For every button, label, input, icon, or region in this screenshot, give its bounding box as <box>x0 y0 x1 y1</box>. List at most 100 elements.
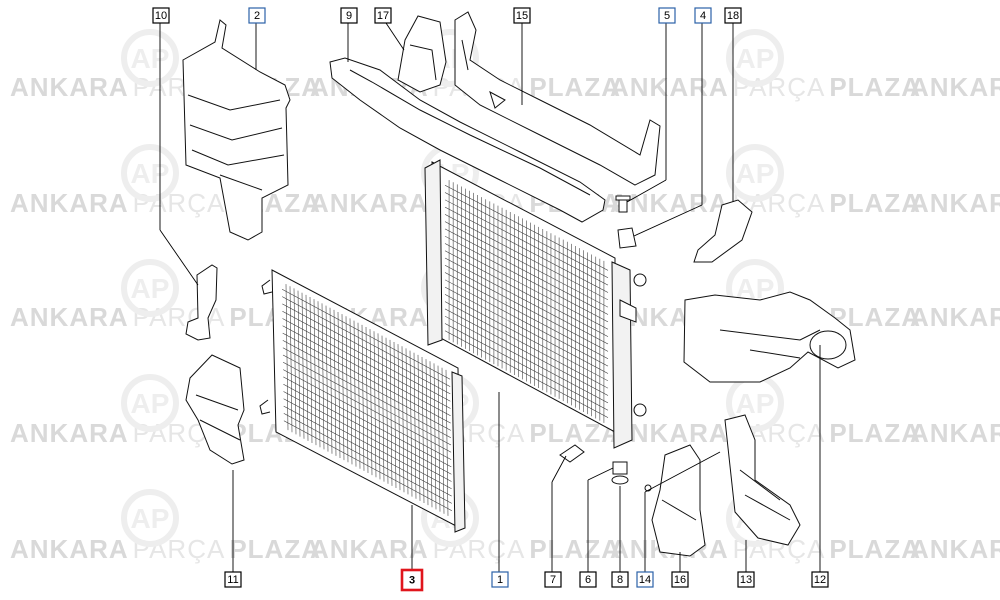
core-tube-line <box>282 318 451 409</box>
watermark-logo-text: AP <box>736 158 775 189</box>
callout-box <box>811 571 829 588</box>
core-tube-line <box>282 362 452 453</box>
watermark-brand-3: PLAZA <box>829 534 921 564</box>
callout-7: 7 <box>544 571 562 588</box>
callout-label: 5 <box>664 10 670 22</box>
watermark-brand-1: ANKARA <box>10 534 129 564</box>
callout-12: 12 <box>811 571 829 588</box>
core-tube-line <box>444 235 609 323</box>
callout-4: 4 <box>694 7 712 24</box>
watermark-brand-2: PARÇA <box>133 534 226 564</box>
core-tube-line <box>444 221 609 308</box>
callout-15: 15 <box>513 7 531 24</box>
upper-crossmember-part <box>329 57 606 223</box>
core-tube-line <box>444 308 609 396</box>
watermark-brand-1: ANKARA <box>910 302 1000 332</box>
core-tube-line <box>282 347 452 438</box>
core-tube-line <box>444 272 609 359</box>
upper-air-guide-part <box>182 19 291 241</box>
core-tube-line <box>282 303 451 395</box>
lower-deflector-part <box>185 354 245 465</box>
watermark-brand-3: PLAZA <box>829 72 921 102</box>
callout-10: 10 <box>152 7 170 24</box>
callout-box <box>152 7 170 24</box>
callout-label: 11 <box>227 574 238 586</box>
watermark-brand-1: ANKARA <box>910 534 1000 564</box>
core-tube-line <box>283 391 452 482</box>
watermark-brand-3: PLAZA <box>829 188 921 218</box>
core-tube-line <box>444 214 609 301</box>
leader-6-b <box>587 467 614 481</box>
core-tube-line <box>282 325 451 417</box>
leader-10-b <box>159 229 199 286</box>
side-bracket-part-18 <box>693 199 753 263</box>
watermark-brand-1: ANKARA <box>910 188 1000 218</box>
callout-6: 6 <box>579 571 597 588</box>
core-tube-line <box>444 199 609 286</box>
callout-box <box>737 571 755 588</box>
watermark-logo-text: AP <box>131 503 170 534</box>
side-air-guide-part-12 <box>683 291 856 383</box>
callout-label: 13 <box>740 574 752 586</box>
callout-8: 8 <box>611 571 629 588</box>
callout-box <box>248 7 266 24</box>
leader-7-b <box>551 455 567 483</box>
watermark-brand-2: PARÇA <box>433 534 526 564</box>
callout-label: 4 <box>700 10 706 22</box>
core-tube-line <box>282 354 452 446</box>
callout-label: 1 <box>497 574 503 586</box>
watermark-brand-1: ANKARA <box>910 418 1000 448</box>
radiator-part <box>424 159 647 449</box>
watermark-logo-text: AP <box>131 388 170 419</box>
core-tube-line <box>283 383 452 475</box>
upper-panel-part-15 <box>454 11 661 186</box>
core-tube-line <box>444 294 609 382</box>
condenser-part <box>259 269 466 533</box>
bracket-part-10 <box>185 264 218 341</box>
callout-label: 15 <box>516 10 528 22</box>
watermark-brand-3: PLAZA <box>529 72 621 102</box>
callout-label: 18 <box>727 10 739 22</box>
watermark-logo: AP <box>121 374 179 432</box>
watermark-brand-1: ANKARA <box>10 72 129 102</box>
callout-label: 12 <box>814 574 826 586</box>
lower-side-deflector-part-13 <box>724 414 801 546</box>
watermark-logo: AP <box>121 489 179 547</box>
callout-box <box>671 571 689 588</box>
watermark-brand-1: ANKARA <box>610 72 729 102</box>
watermark-brand-3: PLAZA <box>829 418 921 448</box>
watermark-logo-text: AP <box>131 43 170 74</box>
callout-box <box>374 7 392 24</box>
callout-box <box>544 571 562 588</box>
callout-14: 14 <box>636 571 654 588</box>
watermark-brand-1: ANKARA <box>910 72 1000 102</box>
watermark-logo: AP <box>121 259 179 317</box>
callout-18: 18 <box>724 7 742 24</box>
core-tube-line <box>444 279 609 367</box>
core-tube-line <box>444 185 609 271</box>
callout-box <box>658 7 676 24</box>
core-tube-line <box>283 405 452 497</box>
core-tube-line <box>282 310 451 402</box>
callout-label: 9 <box>346 10 352 22</box>
watermark-brand-1: ANKARA <box>610 188 729 218</box>
callout-label: 6 <box>585 574 591 586</box>
callout-box <box>694 7 712 24</box>
core-tube-line <box>282 340 451 431</box>
watermark-logo: AP <box>726 144 784 202</box>
core-tube-line <box>283 420 453 511</box>
callout-5: 5 <box>658 7 676 24</box>
washer-part-8 <box>611 475 629 485</box>
core-tube-line <box>444 228 609 315</box>
core-tube-line <box>283 369 452 460</box>
watermark-logo-text: AP <box>131 273 170 304</box>
core-tube-line <box>444 250 609 337</box>
watermark-brand-1: ANKARA <box>10 302 129 332</box>
callout-box <box>400 568 424 592</box>
